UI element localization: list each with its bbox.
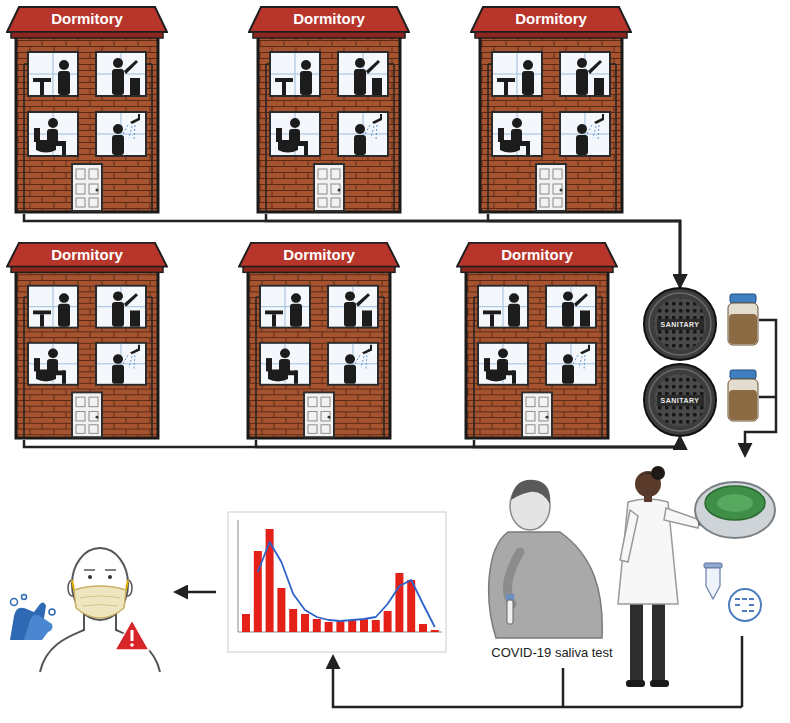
building-label: Dormitory	[501, 246, 573, 264]
building-label: Dormitory	[51, 10, 123, 28]
sample-jar	[728, 294, 758, 421]
masked-person	[40, 548, 160, 672]
dormitory-building: Dormitory	[456, 240, 618, 440]
building-shape	[238, 240, 400, 440]
gel-icon	[729, 589, 761, 621]
manhole-cover: SANITARY	[642, 286, 718, 362]
cover-label: SANITARY	[657, 319, 704, 330]
test-label: COVID-19 saliva test	[491, 645, 612, 661]
building-shape	[6, 4, 168, 214]
building-label: Dormitory	[515, 10, 587, 28]
case-chart	[228, 512, 446, 652]
handwash-icon	[10, 595, 55, 641]
sample-tube	[704, 563, 722, 599]
dormitory-building: Dormitory	[248, 4, 410, 214]
cover-label: SANITARY	[657, 395, 704, 406]
building-shape	[6, 240, 168, 440]
warning-icon	[115, 620, 149, 650]
building-label: Dormitory	[293, 10, 365, 28]
building-shape	[248, 4, 410, 214]
lab-scientist	[618, 466, 706, 687]
dormitory-building: Dormitory	[238, 240, 400, 440]
manhole-cover: SANITARY	[642, 362, 718, 438]
lab-device	[695, 482, 775, 538]
building-label: Dormitory	[51, 246, 123, 264]
building-label: Dormitory	[283, 246, 355, 264]
dormitory-building: Dormitory	[470, 4, 632, 214]
dormitory-building: Dormitory	[6, 4, 168, 214]
building-shape	[456, 240, 618, 440]
dormitory-building: Dormitory	[6, 240, 168, 440]
building-shape	[470, 4, 632, 214]
saliva-test-person	[489, 480, 603, 638]
